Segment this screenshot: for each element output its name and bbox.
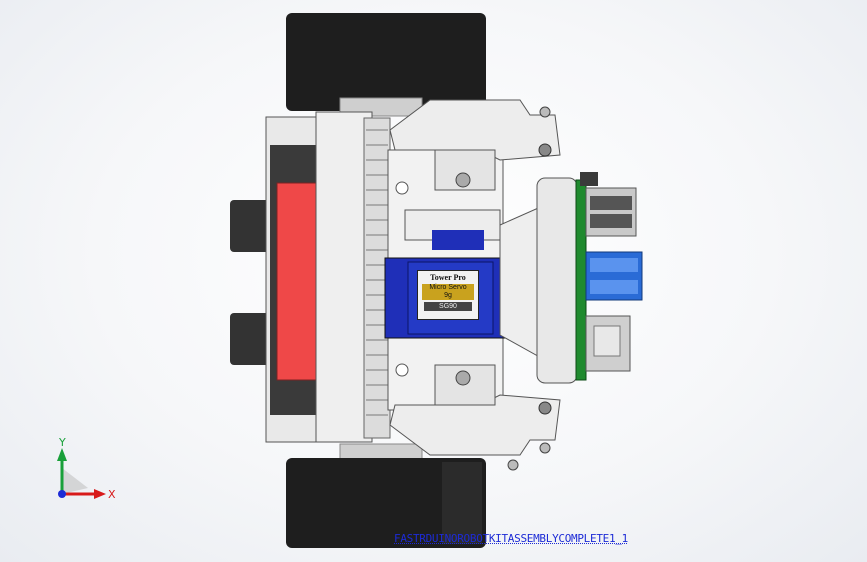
top-arm — [389, 99, 561, 191]
servo-label-type-text: Micro Servo — [429, 284, 467, 291]
servo-label-type: Micro Servo 9g — [422, 284, 474, 300]
triad-y-label: Y — [58, 436, 66, 449]
triad-x-label: X — [108, 488, 116, 501]
front-bracket — [499, 177, 578, 384]
bottom-wheel — [286, 443, 486, 548]
battery-pack — [265, 116, 319, 443]
pcb-board — [575, 172, 643, 381]
model-name-label: FASTRDUINOROBOTKITASSEMBLYCOMPLETE1_1 — [394, 532, 628, 545]
servo-label-brand: Tower Pro — [430, 273, 466, 282]
bottom-arm — [389, 364, 561, 471]
top-wheel — [286, 13, 486, 117]
left-motor-caps — [230, 200, 272, 365]
servo-label-model: SG90 — [424, 302, 472, 311]
servo-label-weight: 9g — [444, 292, 452, 299]
servo-label: Tower Pro Micro Servo 9g SG90 — [417, 270, 479, 320]
coordinate-triad[interactable]: Y X — [40, 436, 130, 516]
